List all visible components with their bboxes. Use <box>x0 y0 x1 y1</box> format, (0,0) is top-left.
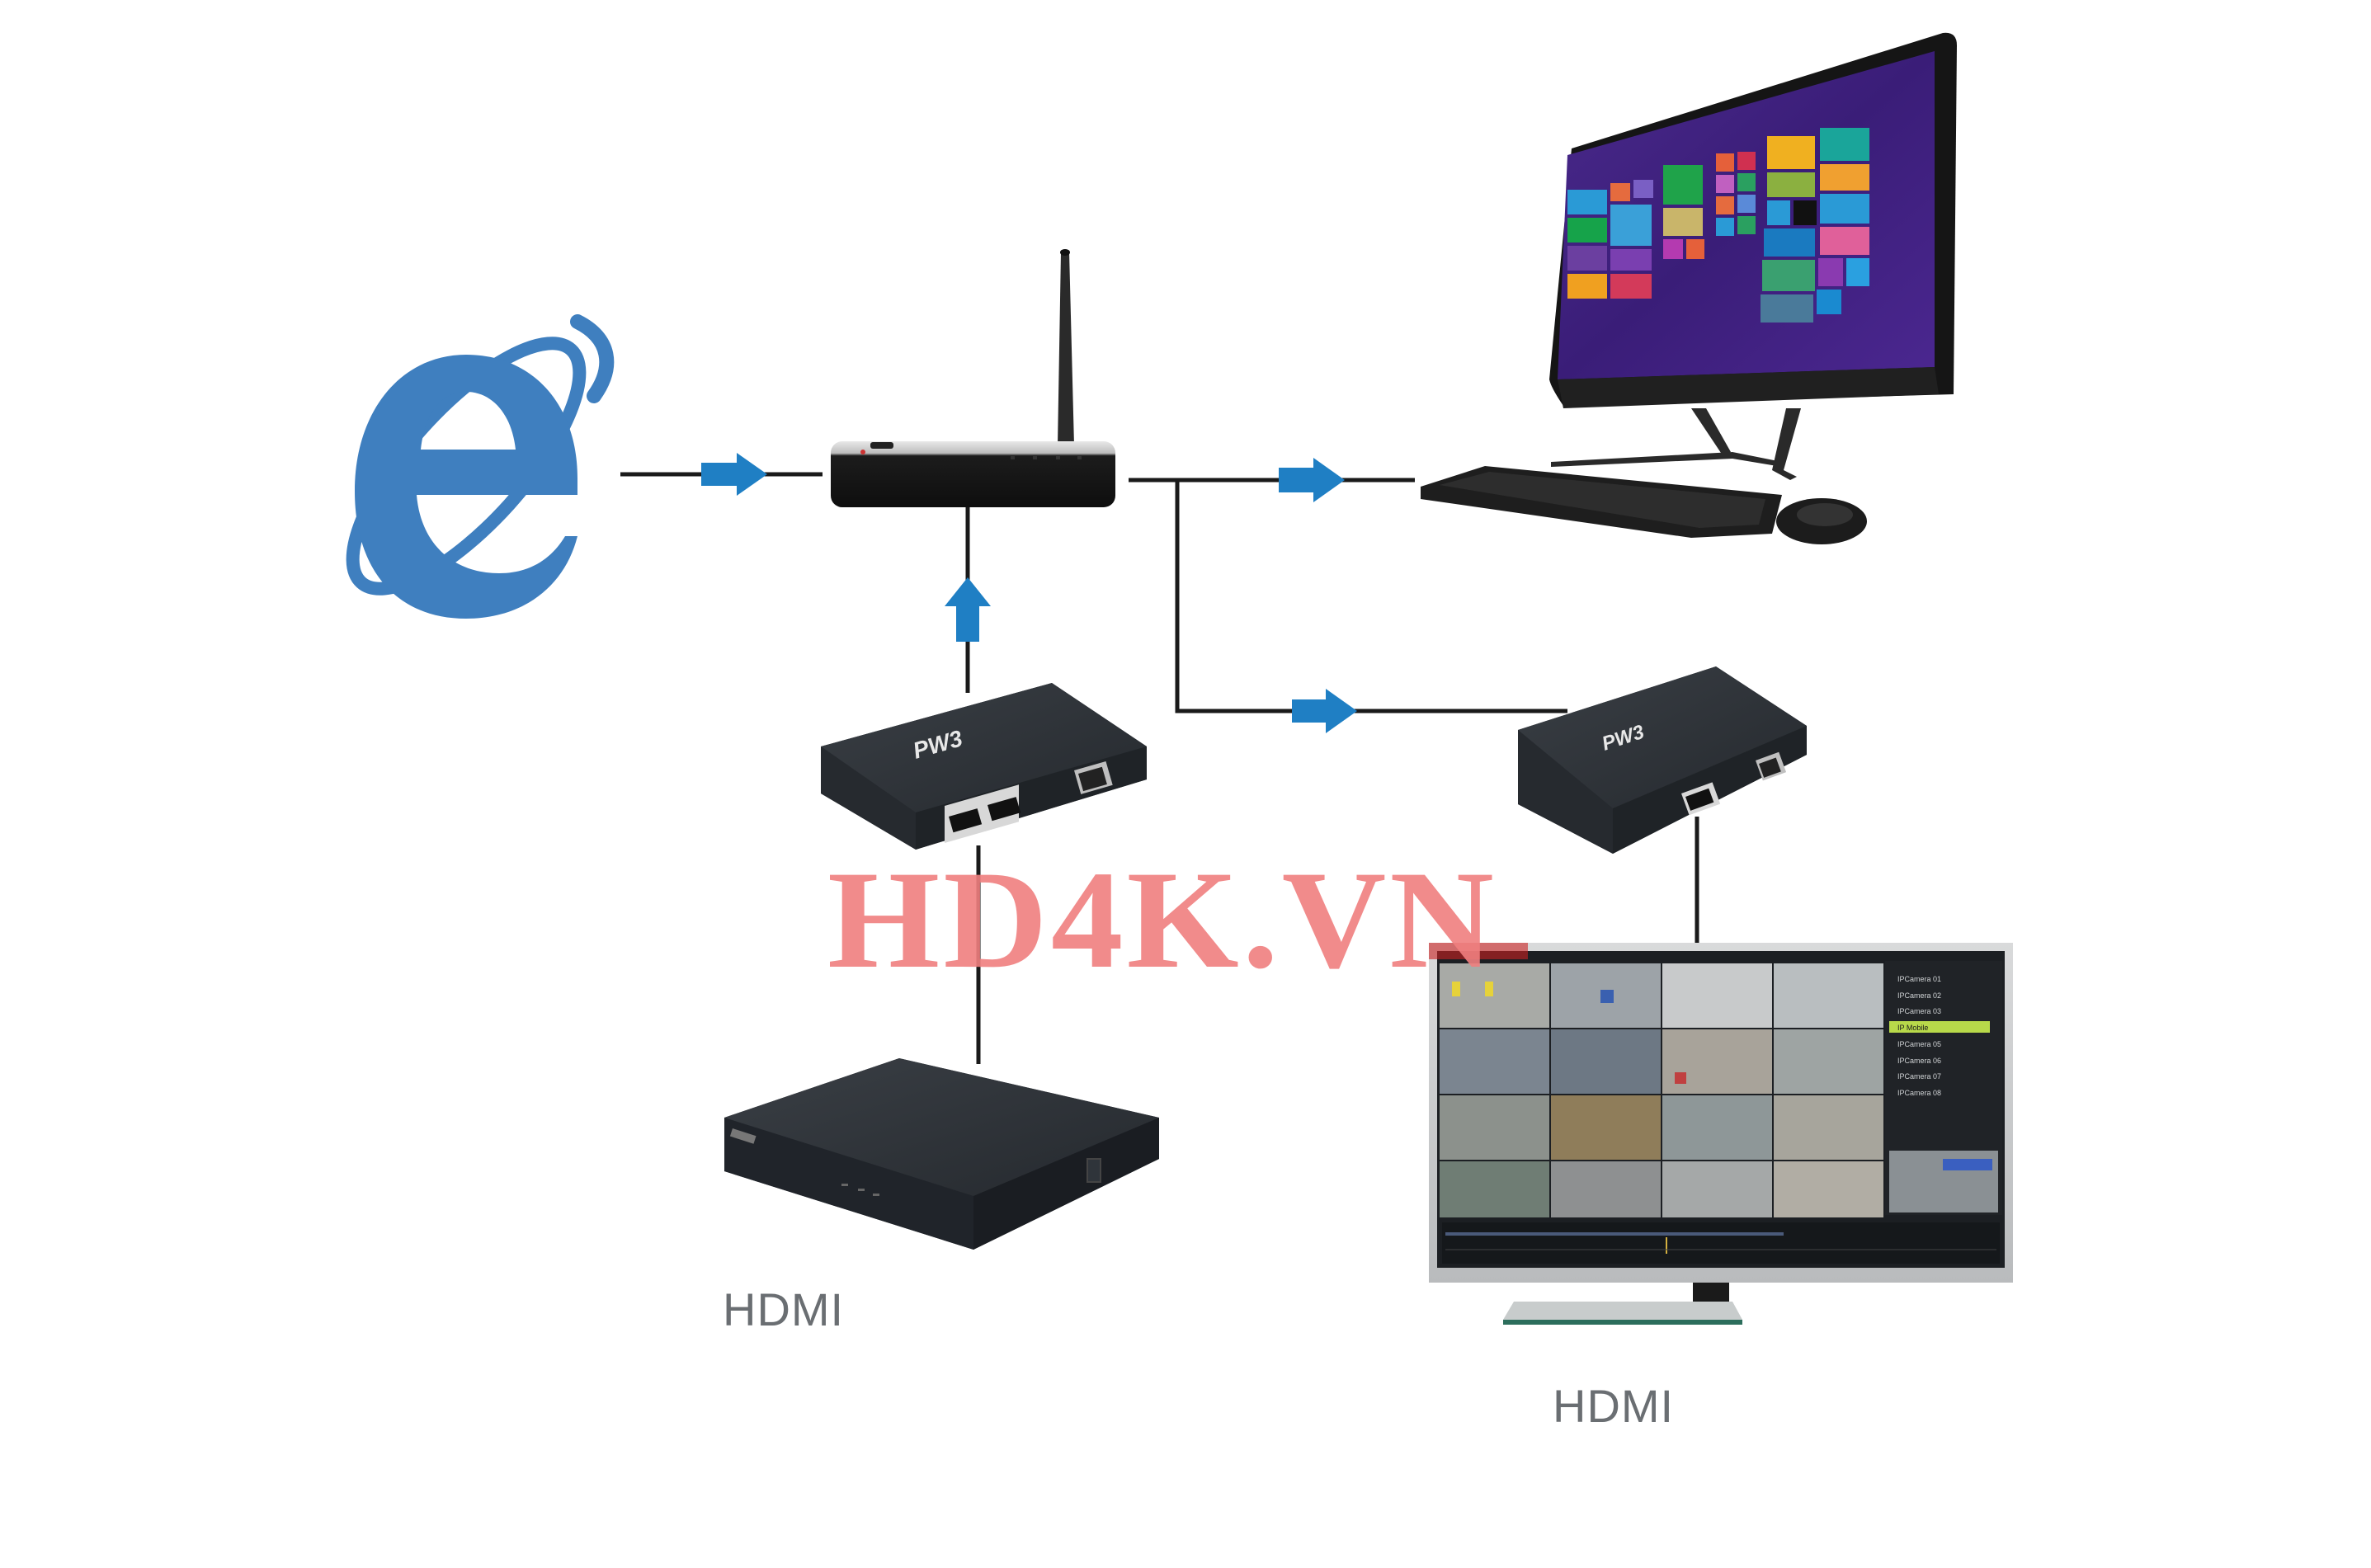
arrow-right-icon <box>1279 458 1345 502</box>
camera-list-item[interactable]: IPCamera 05 <box>1897 1040 1941 1048</box>
camera-list: IPCamera 01 IPCamera 02 IPCamera 03 IP M… <box>1889 975 1990 1097</box>
camera-list-item[interactable]: IPCamera 08 <box>1897 1089 1941 1097</box>
camera-list-item[interactable]: IPCamera 06 <box>1897 1057 1941 1065</box>
hdmi-extender-transmitter-icon: PW3 <box>821 683 1147 850</box>
hdmi-source-label: HDMI <box>723 1283 845 1335</box>
camera-list-item[interactable]: IPCamera 07 <box>1897 1072 1941 1081</box>
camera-video-grid <box>1440 963 1883 1217</box>
watermark-text: HD4K.VN <box>827 842 1497 997</box>
camera-list-item-selected[interactable]: IP Mobile <box>1897 1024 1928 1032</box>
camera-list-item[interactable]: IPCamera 03 <box>1897 1007 1941 1015</box>
keyboard-keys <box>1440 472 1765 528</box>
hdmi-display-label: HDMI <box>1553 1380 1675 1432</box>
arrow-right-icon <box>701 453 767 496</box>
all-in-one-pc-icon <box>1421 32 1957 544</box>
internet-explorer-icon <box>346 314 615 619</box>
nvr-box-icon <box>724 1058 1159 1250</box>
camera-list-item[interactable]: IPCamera 02 <box>1897 991 1941 1000</box>
tv-monitor-icon: IPCamera 01 IPCamera 02 IPCamera 03 IP M… <box>1429 943 2013 1325</box>
connection-lines <box>620 472 1699 1064</box>
tv-titlebar-accent <box>1429 943 1528 959</box>
wifi-router-icon <box>831 249 1115 507</box>
line-router-receiver <box>1175 480 1567 713</box>
win8-start-tiles <box>1567 128 1869 323</box>
flow-arrows <box>701 453 1357 733</box>
ptz-keypad <box>1889 1151 1998 1212</box>
arrow-up-icon <box>945 577 991 642</box>
camera-list-item[interactable]: IPCamera 01 <box>1897 975 1941 983</box>
hdmi-extender-receiver-icon: PW3 <box>1518 666 1807 854</box>
arrow-right-icon <box>1292 689 1357 733</box>
